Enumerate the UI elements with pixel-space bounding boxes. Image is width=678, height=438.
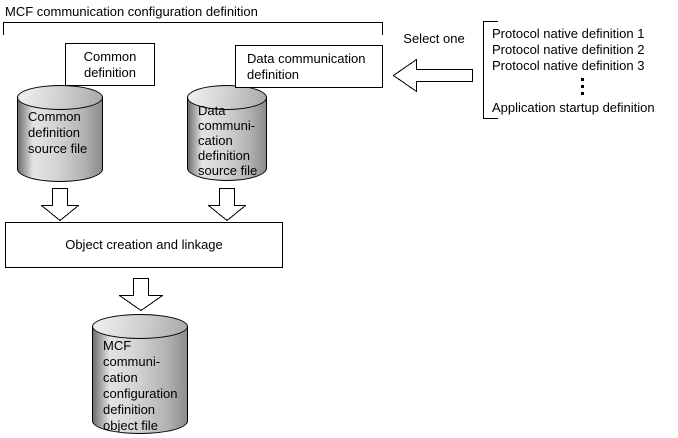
- cylinder-label: Common definition source file: [28, 109, 88, 156]
- definition-list-bracket: [483, 21, 498, 119]
- cylinder-top: [17, 85, 103, 110]
- cylinder-body: [92, 326, 188, 434]
- common-definition-box: Common definition: [65, 43, 155, 86]
- cylinder-top: [92, 314, 188, 339]
- cylinder-label: MCF communi- cation configuration defini…: [103, 338, 178, 433]
- down-arrow-icon: [41, 188, 79, 221]
- down-arrow-icon: [119, 278, 163, 311]
- cylinder-label: Data communi- cation definition source f…: [198, 103, 258, 178]
- object-creation-linkage-box: Object creation and linkage: [5, 222, 283, 268]
- list-item: Application startup definition: [492, 100, 655, 115]
- list-item: Protocol native definition 3: [492, 58, 645, 73]
- cylinder-body: [17, 97, 103, 182]
- list-item: Protocol native definition 2: [492, 42, 645, 57]
- title-group-bracket: [3, 22, 383, 35]
- down-arrow-icon: [208, 188, 246, 221]
- data-communication-source-cylinder: Data communi- cation definition source f…: [187, 85, 267, 181]
- common-definition-source-cylinder: Common definition source file: [17, 85, 103, 182]
- diagram-title: MCF communication configuration definiti…: [5, 4, 258, 19]
- vertical-ellipsis-icon: [581, 78, 584, 99]
- list-item: Protocol native definition 1: [492, 26, 645, 41]
- cylinder-top: [187, 85, 267, 110]
- data-communication-definition-box: Data communication definition: [235, 45, 383, 88]
- mcf-object-file-cylinder: MCF communi- cation configuration defini…: [92, 314, 188, 434]
- cylinder-body: [187, 97, 267, 181]
- left-arrow-icon: [393, 59, 473, 92]
- select-one-label: Select one: [403, 31, 465, 46]
